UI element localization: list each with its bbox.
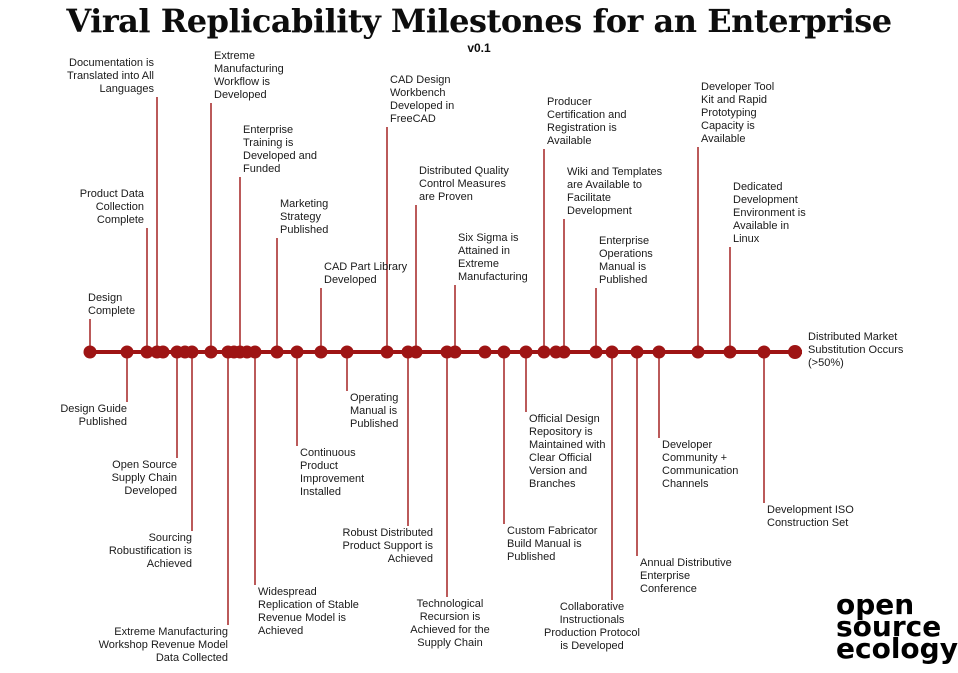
milestone-dot	[140, 345, 154, 359]
milestone-label: Developer Tool Kit and Rapid Prototyping…	[701, 81, 775, 145]
milestone-label: Technological Recursion is Achieved for …	[410, 598, 490, 649]
milestone-dot	[120, 345, 134, 359]
milestone-label: CAD Design Workbench Developed in FreeCA…	[390, 74, 455, 125]
milestone-label: Enterprise Operations Manual is Publishe…	[599, 235, 653, 286]
milestone-label: Marketing Strategy Published	[280, 198, 329, 236]
milestone-label: Dedicated Development Environment is Ava…	[733, 181, 806, 245]
milestone-dot	[270, 345, 284, 359]
milestone-dot	[156, 345, 170, 359]
logo-line-ecology: ecology	[836, 632, 958, 665]
end-label: Distributed Market Substitution Occurs (…	[808, 331, 904, 369]
milestone-label: Design Complete	[88, 292, 136, 317]
milestone-label: Open Source Supply Chain Developed	[111, 459, 177, 497]
page-title: Viral Replicability Milestones for an En…	[66, 2, 892, 40]
milestone-label: Custom Fabricator Build Manual is Publis…	[507, 525, 598, 563]
milestone-label: Design Guide Published	[60, 403, 127, 428]
milestone-dot	[227, 345, 241, 359]
milestone-label: Producer Certification and Registration …	[547, 96, 627, 147]
milestone-label: Robust Distributed Product Support is Ac…	[342, 527, 434, 565]
milestone-dot	[788, 345, 802, 359]
logo-line-source: source	[836, 610, 942, 643]
milestone-dot	[401, 345, 415, 359]
milestone-dot	[380, 345, 394, 359]
milestone-label: Wiki and Templates are Available to Faci…	[567, 166, 663, 217]
milestone-dot	[478, 345, 492, 359]
milestone-dot	[589, 345, 603, 359]
milestone-label: Collaborative Instructionals Production …	[544, 601, 640, 652]
milestone-label: Product Data Collection Complete	[79, 188, 144, 226]
ose-logo: open source ecology	[836, 588, 958, 665]
milestone-label: Documentation is Translated into All Lan…	[66, 57, 154, 95]
milestone-dot	[605, 345, 619, 359]
milestone-label: Operating Manual is Published	[350, 392, 399, 430]
milestone-dot	[240, 345, 254, 359]
milestone-dot	[440, 345, 454, 359]
milestone-dot	[723, 345, 737, 359]
milestone-dot	[497, 345, 511, 359]
milestone-dot	[691, 345, 705, 359]
milestone-label: Development ISO Construction Set	[767, 504, 854, 529]
milestone-label: Official Design Repository is Maintained…	[529, 413, 606, 490]
milestone-label: Extreme Manufacturing Workshop Revenue M…	[98, 626, 228, 664]
milestone-dot	[340, 345, 354, 359]
milestone-label: Extreme Manufacturing Workflow is Develo…	[214, 50, 284, 101]
milestone-label: Sourcing Robustification is Achieved	[108, 532, 192, 570]
milestone-dot	[630, 345, 644, 359]
milestone-dot	[757, 345, 771, 359]
milestone-dot	[290, 345, 304, 359]
milestone-label: Continuous Product Improvement Installed	[300, 447, 365, 498]
milestone-label: CAD Part Library Developed	[324, 261, 408, 286]
milestone-dot	[204, 345, 218, 359]
milestone-label: Distributed Quality Control Measures are…	[419, 165, 509, 203]
milestone-dot	[314, 345, 328, 359]
milestone-label: Widespread Replication of Stable Revenue…	[258, 586, 359, 637]
milestone-dot	[549, 345, 563, 359]
milestone-label: Annual Distributive Enterprise Conferenc…	[640, 557, 732, 595]
milestone-dot	[537, 345, 551, 359]
milestone-dot	[652, 345, 666, 359]
milestone-label: Developer Community + Communication Chan…	[662, 439, 739, 490]
milestone-dot	[83, 345, 97, 359]
milestone-dot	[178, 345, 192, 359]
milestone-label: Six Sigma is Attained in Extreme Manufac…	[458, 232, 528, 283]
version-label: v0.1	[467, 41, 491, 55]
milestone-label: Enterprise Training is Developed and Fun…	[243, 124, 318, 175]
milestone-dot	[519, 345, 533, 359]
logo-line-open: open	[836, 588, 915, 621]
